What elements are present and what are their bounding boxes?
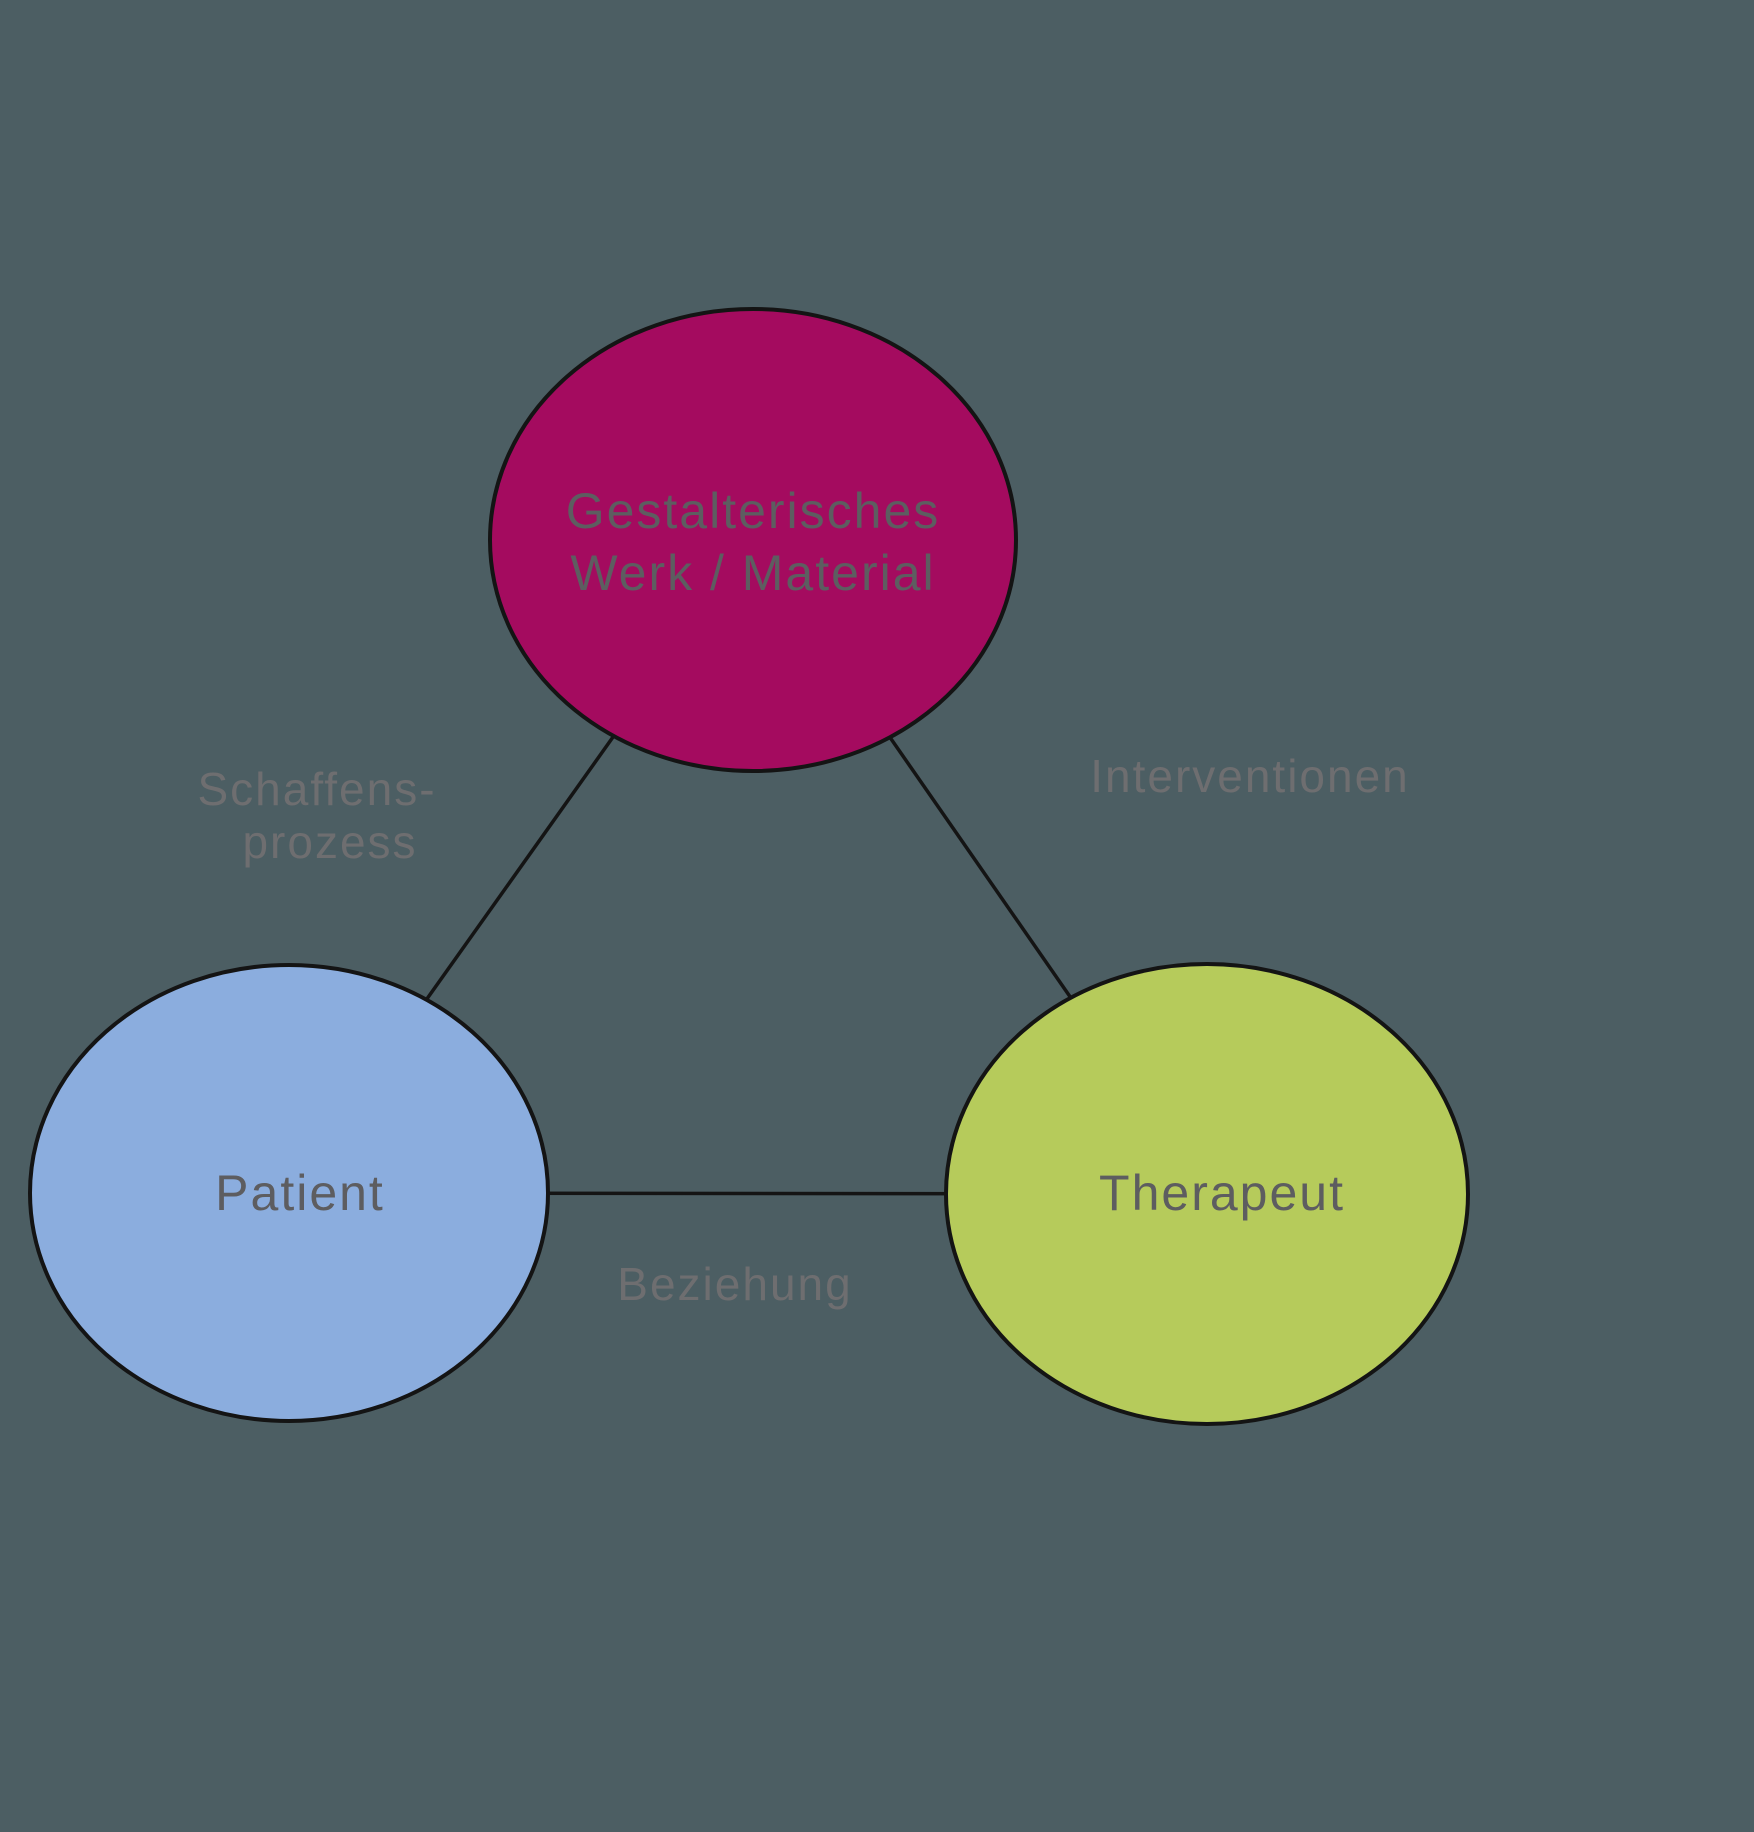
therapeut-node-label: Therapeut: [1099, 1165, 1345, 1221]
werk-node-label-line1: Gestalterisches: [566, 483, 941, 539]
patient-node-circle: [28, 963, 550, 1423]
therapeut-node-circle: [944, 962, 1470, 1426]
patient-node-label: Patient: [215, 1165, 385, 1221]
edge-label-schaffensprozess-line1: Schaffens-: [197, 763, 436, 815]
werk-node-label-line2: Werk / Material: [570, 545, 935, 601]
edge-label-beziehung: Beziehung: [617, 1258, 852, 1310]
werk-node-circle: [488, 307, 1018, 773]
edge-label-interventionen: Interventionen: [1090, 750, 1410, 802]
edge-label-schaffensprozess-line2: prozess: [242, 816, 417, 868]
